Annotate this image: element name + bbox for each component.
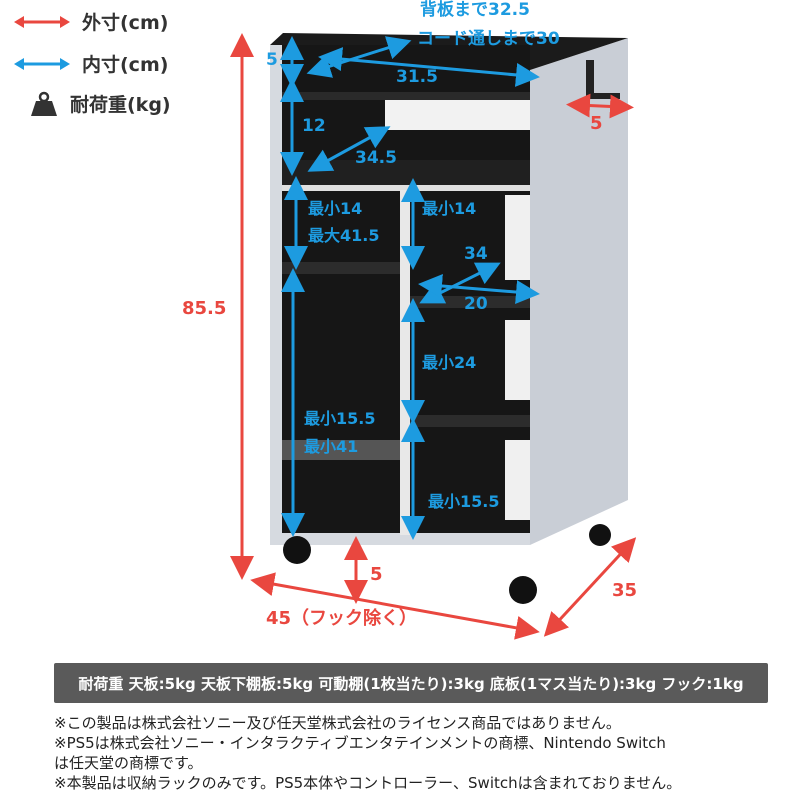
- load-capacity-bar: 耐荷重 天板:5kg 天板下棚板:5kg 可動棚(1枚当たり):3kg 底板(1…: [54, 663, 768, 703]
- note-contents: ※本製品は収納ラックのみです。PS5本体やコントローラー、Switchは含まれて…: [54, 774, 682, 792]
- to-back-label: 背板まで32.5: [420, 0, 530, 20]
- weight-icon: [31, 91, 57, 116]
- side-panel: [530, 38, 628, 545]
- outer-width-label: 45（フック除く）: [266, 608, 418, 629]
- legend-weight: 耐荷重(kg): [30, 90, 171, 117]
- right-width-label: 20: [464, 294, 488, 314]
- red-double-arrow-icon: [14, 15, 70, 28]
- outer-height-label: 85.5: [182, 298, 227, 319]
- legend-inner: 内寸(cm): [14, 50, 168, 77]
- note-trademark: ※PS5は株式会社ソニー・インタラクティブエンタテインメントの商標、Ninten…: [54, 734, 666, 752]
- left-low-min-label: 最小15.5: [304, 409, 376, 428]
- legend-inner-label: 内寸(cm): [82, 54, 169, 76]
- top-width-label: 31.5: [396, 67, 438, 87]
- note-license: ※この製品は株式会社ソニー及び任天堂株式会社のライセンス商品ではありません。: [54, 714, 621, 732]
- right-top-min-label: 最小14: [422, 199, 477, 218]
- right-low-min-label: 最小15.5: [428, 492, 500, 511]
- legend-outer-label: 外寸(cm): [82, 12, 169, 34]
- hook-width-label: 5: [590, 113, 603, 134]
- caster: [283, 536, 311, 564]
- left-mid-min-label: 最小14: [308, 199, 363, 218]
- legend-outer: 外寸(cm): [14, 8, 168, 35]
- caster-height-label: 5: [370, 564, 383, 585]
- note-trademark-cont: は任天堂の商標です。: [54, 754, 203, 772]
- upper-height-label: 12: [302, 116, 326, 136]
- top-height-label: 5: [266, 50, 278, 70]
- upper-depth-label: 34.5: [355, 148, 397, 168]
- left-mid-max-label: 最大41.5: [308, 226, 380, 245]
- right-depth-label: 34: [464, 244, 488, 264]
- right-mid-min-label: 最小24: [422, 353, 477, 372]
- left-low-max-label: 最小41: [304, 437, 359, 456]
- to-cord-label: コード通しまで30: [417, 29, 560, 49]
- legend-weight-label: 耐荷重(kg): [70, 94, 171, 116]
- blue-double-arrow-icon: [14, 57, 70, 70]
- outer-depth-label: 35: [612, 580, 638, 601]
